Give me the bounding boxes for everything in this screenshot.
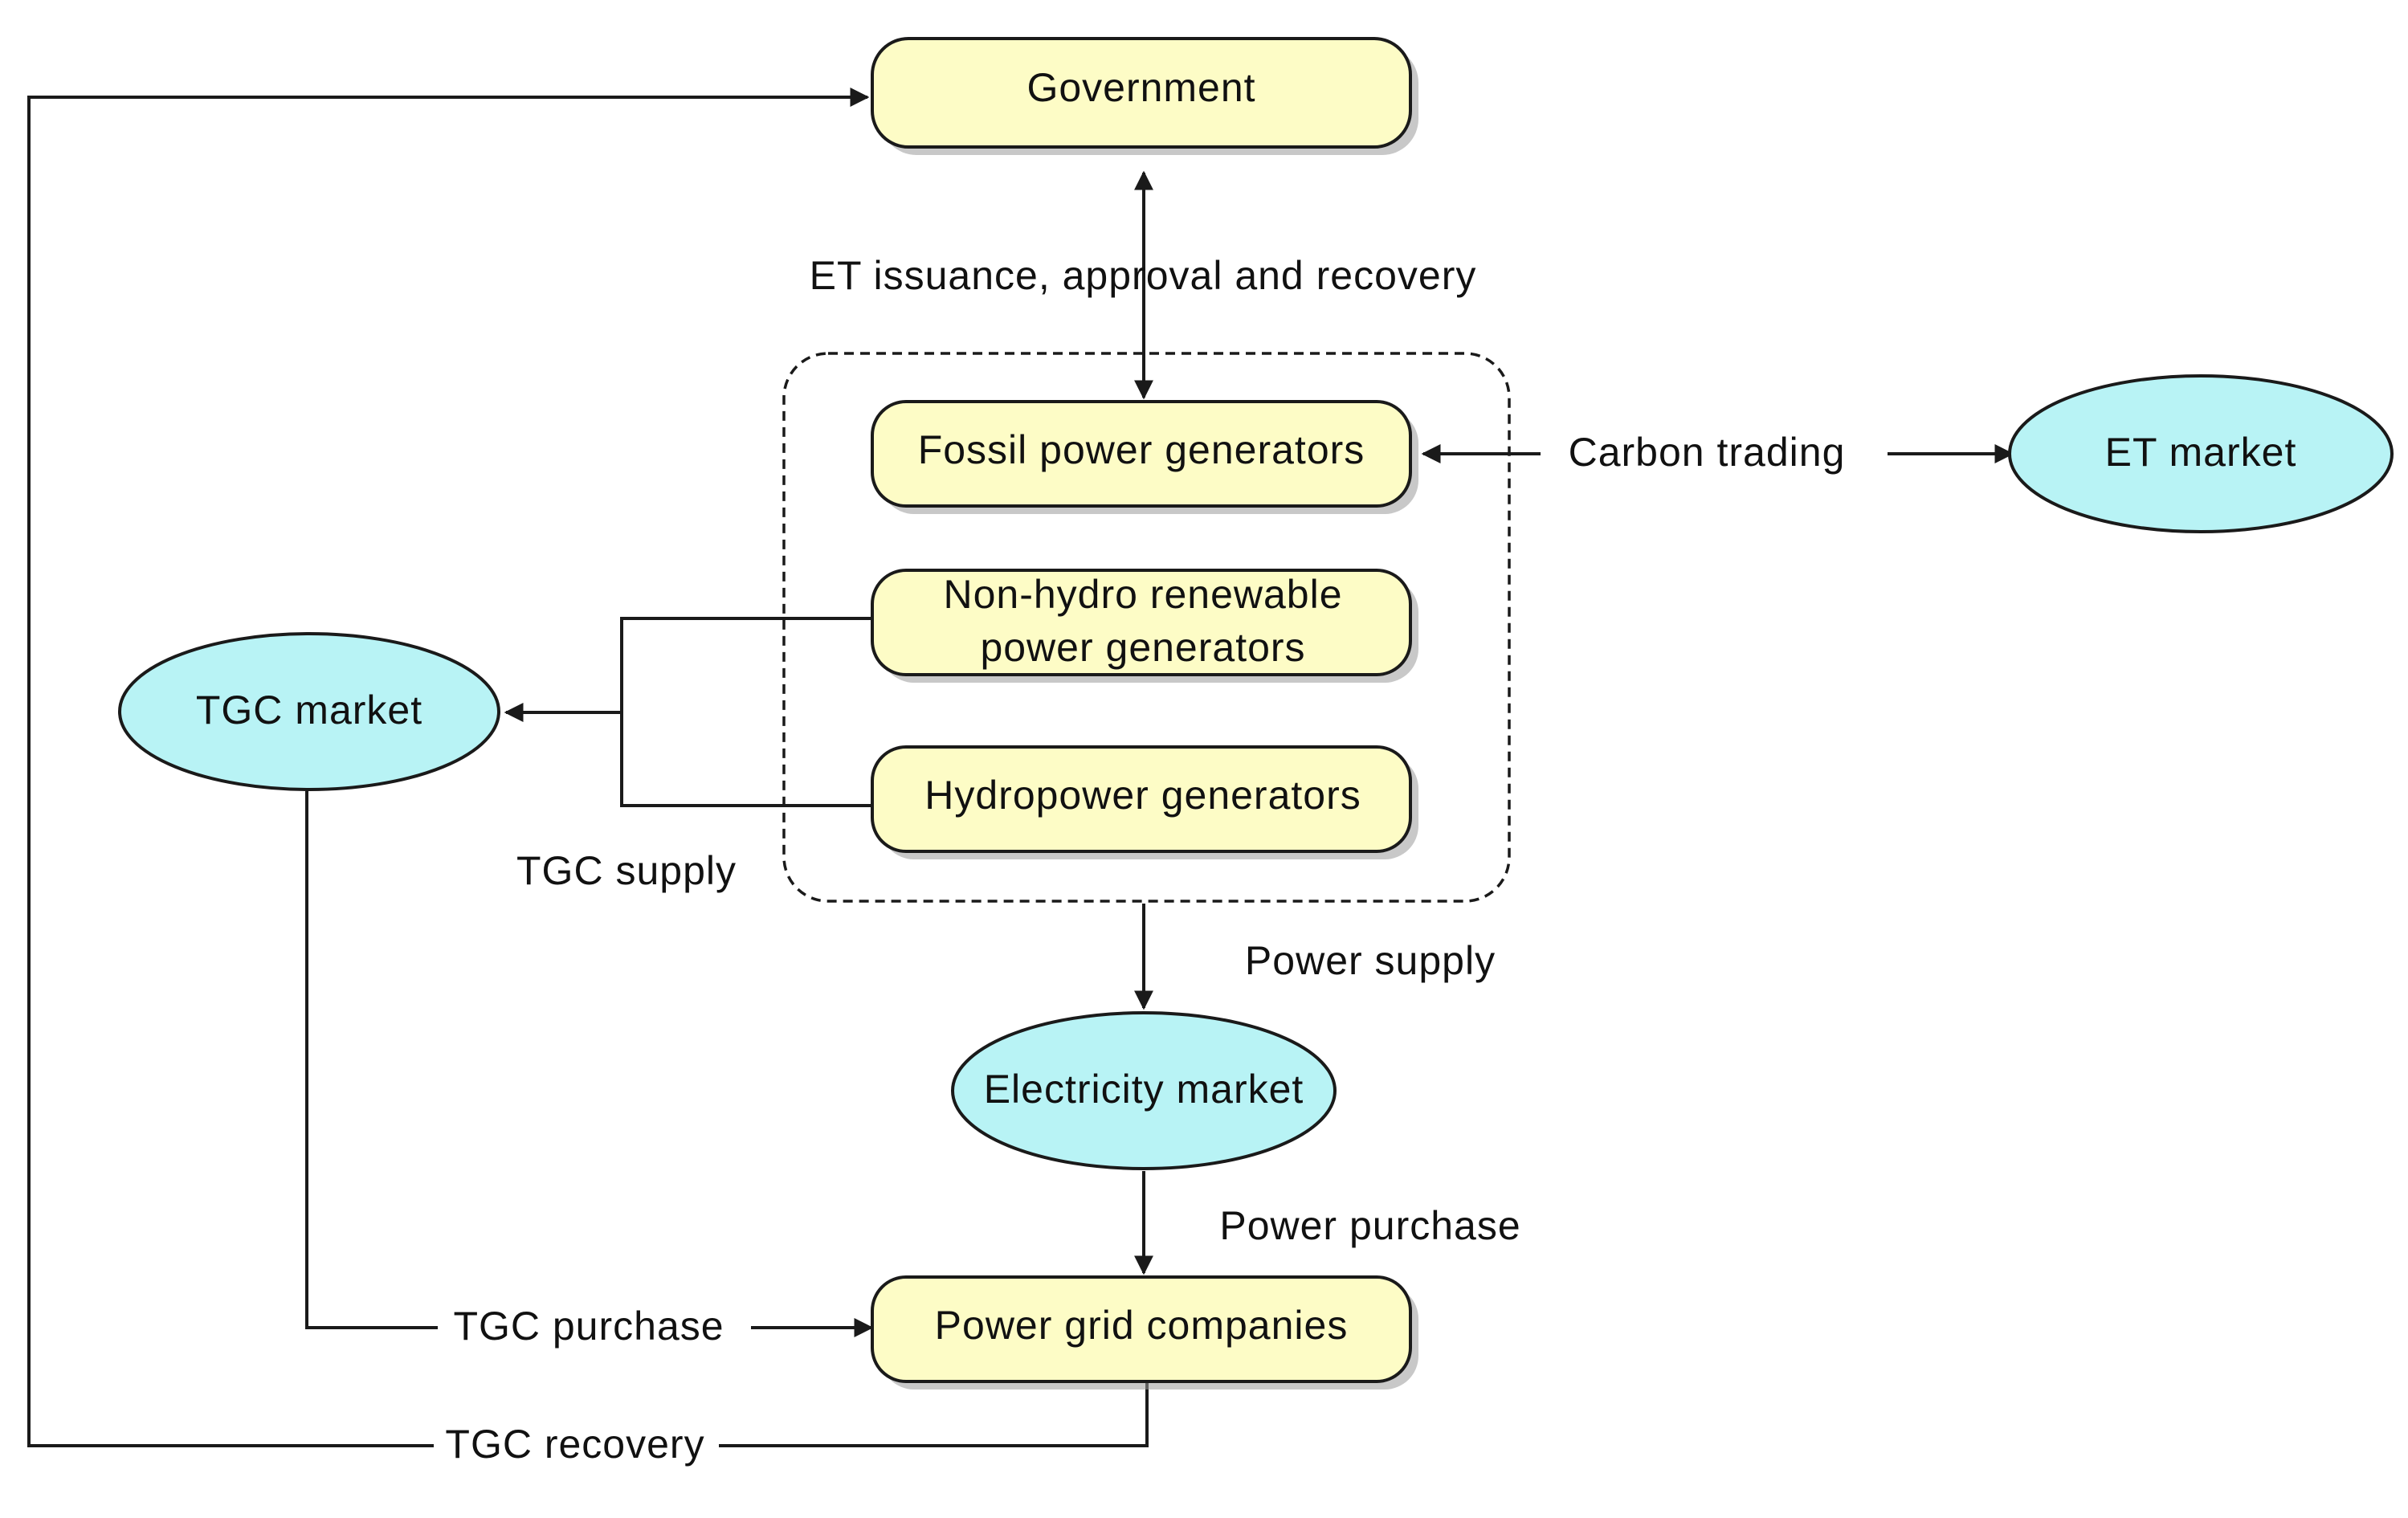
nonhydro-generators-label-line1: Non-hydro renewable: [943, 572, 1342, 617]
generators-group: [782, 352, 1511, 903]
power-purchase-label: Power purchase: [1219, 1203, 1520, 1248]
tgc-market-node: TGC market: [118, 632, 500, 791]
tgc-recovery-label: TGC recovery: [445, 1422, 704, 1467]
nonhydro-generators-label-line2: power generators: [980, 625, 1305, 670]
tgc-purchase-connector: [305, 791, 438, 1329]
et-market-node: ET market: [2008, 374, 2394, 533]
nonhydro-generators-node: Non-hydro renewable power generators: [871, 569, 1418, 683]
tgc-supply-connector: [620, 617, 874, 807]
et-issuance-label: ET issuance, approval and recovery: [810, 253, 1477, 298]
electricity-market-label: Electricity market: [984, 1067, 1304, 1112]
tgc-purchase-label: TGC purchase: [453, 1304, 724, 1349]
tgc-supply-label: TGC supply: [516, 848, 737, 893]
tgc-market-label: TGC market: [196, 688, 422, 732]
power-supply-label: Power supply: [1245, 938, 1496, 983]
et-market-label: ET market: [2105, 430, 2297, 475]
government-label: Government: [1026, 65, 1255, 110]
electricity-market-node: Electricity market: [951, 1011, 1337, 1170]
hydropower-generators-node: Hydropower generators: [871, 745, 1418, 859]
fossil-generators-label: Fossil power generators: [918, 427, 1365, 472]
government-node: Government: [871, 37, 1418, 155]
power-grid-companies-node: Power grid companies: [871, 1275, 1418, 1389]
power-grid-companies-label: Power grid companies: [935, 1303, 1349, 1348]
tgc-recovery-connector-left: [27, 88, 870, 1447]
carbon-trading-label: Carbon trading: [1569, 430, 1846, 475]
tgc-recovery-connector-right: [719, 1383, 1149, 1447]
fossil-generators-node: Fossil power generators: [871, 400, 1418, 514]
hydropower-generators-label: Hydropower generators: [924, 773, 1361, 818]
